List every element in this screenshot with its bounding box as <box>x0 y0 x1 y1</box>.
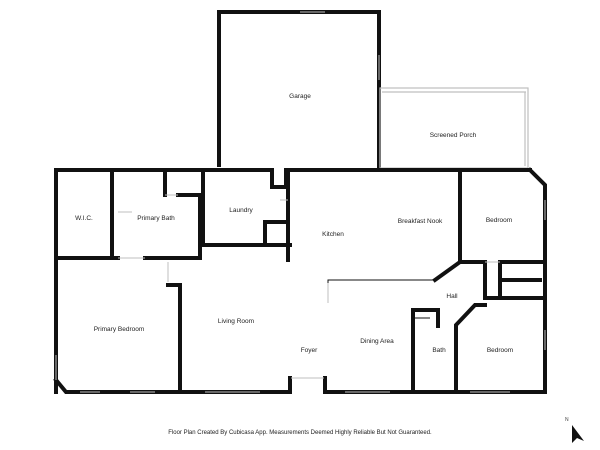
label-living-room: Living Room <box>218 318 254 325</box>
label-screened-porch: Screened Porch <box>430 132 477 139</box>
screened-porch-outline <box>379 87 529 169</box>
label-kitchen: Kitchen <box>322 231 344 238</box>
compass-arrow-icon <box>572 425 584 443</box>
label-foyer: Foyer <box>301 347 318 354</box>
footer-disclaimer: Floor Plan Created By Cubicasa App. Meas… <box>168 430 432 436</box>
label-wic: W.I.C. <box>75 215 93 222</box>
interior-walls <box>54 168 547 394</box>
bottom-windows <box>55 200 546 393</box>
label-dining-area: Dining Area <box>360 338 394 345</box>
label-primary-bedroom: Primary Bedroom <box>94 326 145 333</box>
label-laundry: Laundry <box>229 207 253 214</box>
exterior-walls <box>53 167 547 394</box>
room-labels: Garage Screened Porch W.I.C. Primary Bat… <box>75 93 513 354</box>
label-bath: Bath <box>432 347 446 354</box>
compass-label: N <box>565 417 569 423</box>
label-bedroom-1: Bedroom <box>486 217 512 224</box>
label-primary-bath: Primary Bath <box>137 215 175 222</box>
label-bedroom-2: Bedroom <box>487 347 513 354</box>
door-details <box>118 194 500 379</box>
garage-walls <box>217 10 381 169</box>
label-garage: Garage <box>289 93 311 100</box>
label-breakfast-nook: Breakfast Nook <box>398 218 443 225</box>
label-hall: Hall <box>446 293 458 300</box>
